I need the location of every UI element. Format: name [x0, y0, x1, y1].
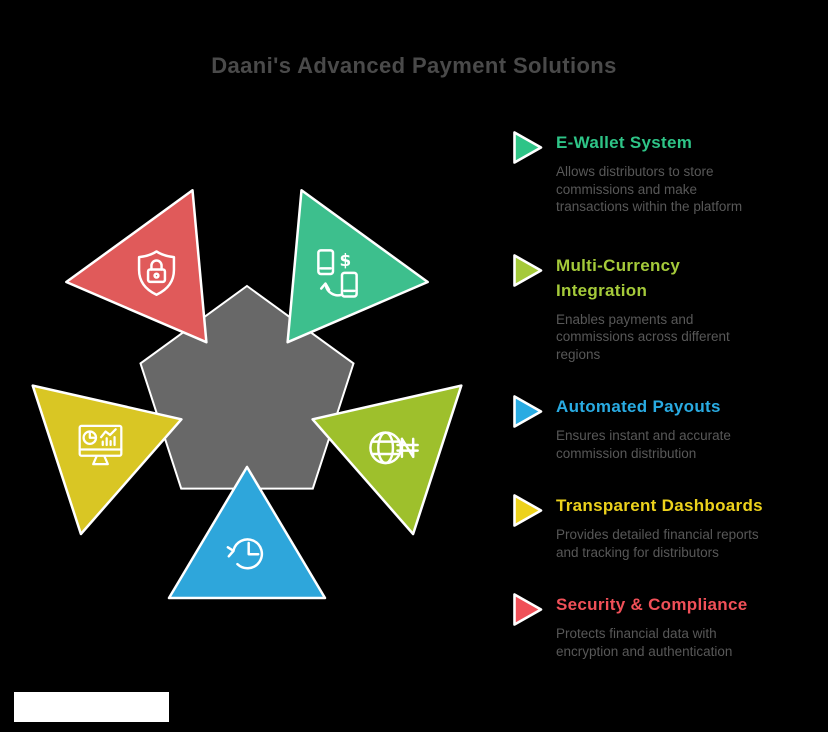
legend-text: Security & Compliance Protects financial…	[556, 592, 747, 660]
legend-text: Transparent Dashboards Provides detailed…	[556, 493, 763, 561]
legend-arrow-icon	[513, 593, 543, 626]
diagram-triangle-e-wallet-system	[286, 189, 429, 344]
legend-item-transparent-dashboards: Transparent Dashboards Provides detailed…	[513, 493, 808, 561]
legend-item-multi-currency-integration: Multi-Currency Integration Enables payme…	[513, 253, 808, 364]
legend-arrow-icon	[513, 494, 543, 527]
legend-description: Provides detailed financial reports and …	[556, 527, 759, 560]
arrow-triangle	[513, 395, 543, 428]
legend-item-e-wallet-system: E-Wallet System Allows distributors to s…	[513, 130, 808, 216]
legend-arrow-icon	[513, 131, 543, 164]
legend-heading: Transparent Dashboards	[556, 496, 763, 515]
legend: E-Wallet System Allows distributors to s…	[513, 130, 808, 691]
legend-heading: E-Wallet System	[556, 133, 693, 152]
legend-heading: Security & Compliance	[556, 595, 748, 614]
legend-description: Protects financial data with encryption …	[556, 626, 733, 659]
arrow-triangle	[513, 253, 543, 287]
legend-heading: Automated Payouts	[556, 397, 721, 416]
legend-description: Enables payments and commissions across …	[556, 311, 730, 362]
page-title: Daani's Advanced Payment Solutions	[211, 53, 617, 78]
bottom-left-white-block	[14, 692, 169, 722]
diagram-triangle-multi-currency-integration	[311, 384, 463, 536]
legend-text: Multi-Currency Integration Enables payme…	[556, 253, 730, 364]
arrow-triangle	[513, 494, 543, 527]
legend-text: E-Wallet System Allows distributors to s…	[556, 130, 742, 216]
arrow-triangle	[513, 131, 543, 164]
legend-item-automated-payouts: Automated Payouts Ensures instant and ac…	[513, 394, 808, 462]
diagram-triangle-security-compliance	[65, 189, 208, 344]
diagram-triangle-automated-payouts	[167, 465, 327, 600]
legend-description: Ensures instant and accurate commission …	[556, 428, 731, 461]
legend-text: Automated Payouts Ensures instant and ac…	[556, 394, 731, 462]
legend-arrow-icon	[513, 395, 543, 428]
legend-description: Allows distributors to store commissions…	[556, 164, 743, 214]
legend-arrow-icon	[513, 253, 543, 287]
legend-item-security-compliance: Security & Compliance Protects financial…	[513, 592, 808, 660]
legend-heading: Multi-Currency Integration	[556, 255, 681, 300]
arrow-triangle	[513, 593, 543, 626]
